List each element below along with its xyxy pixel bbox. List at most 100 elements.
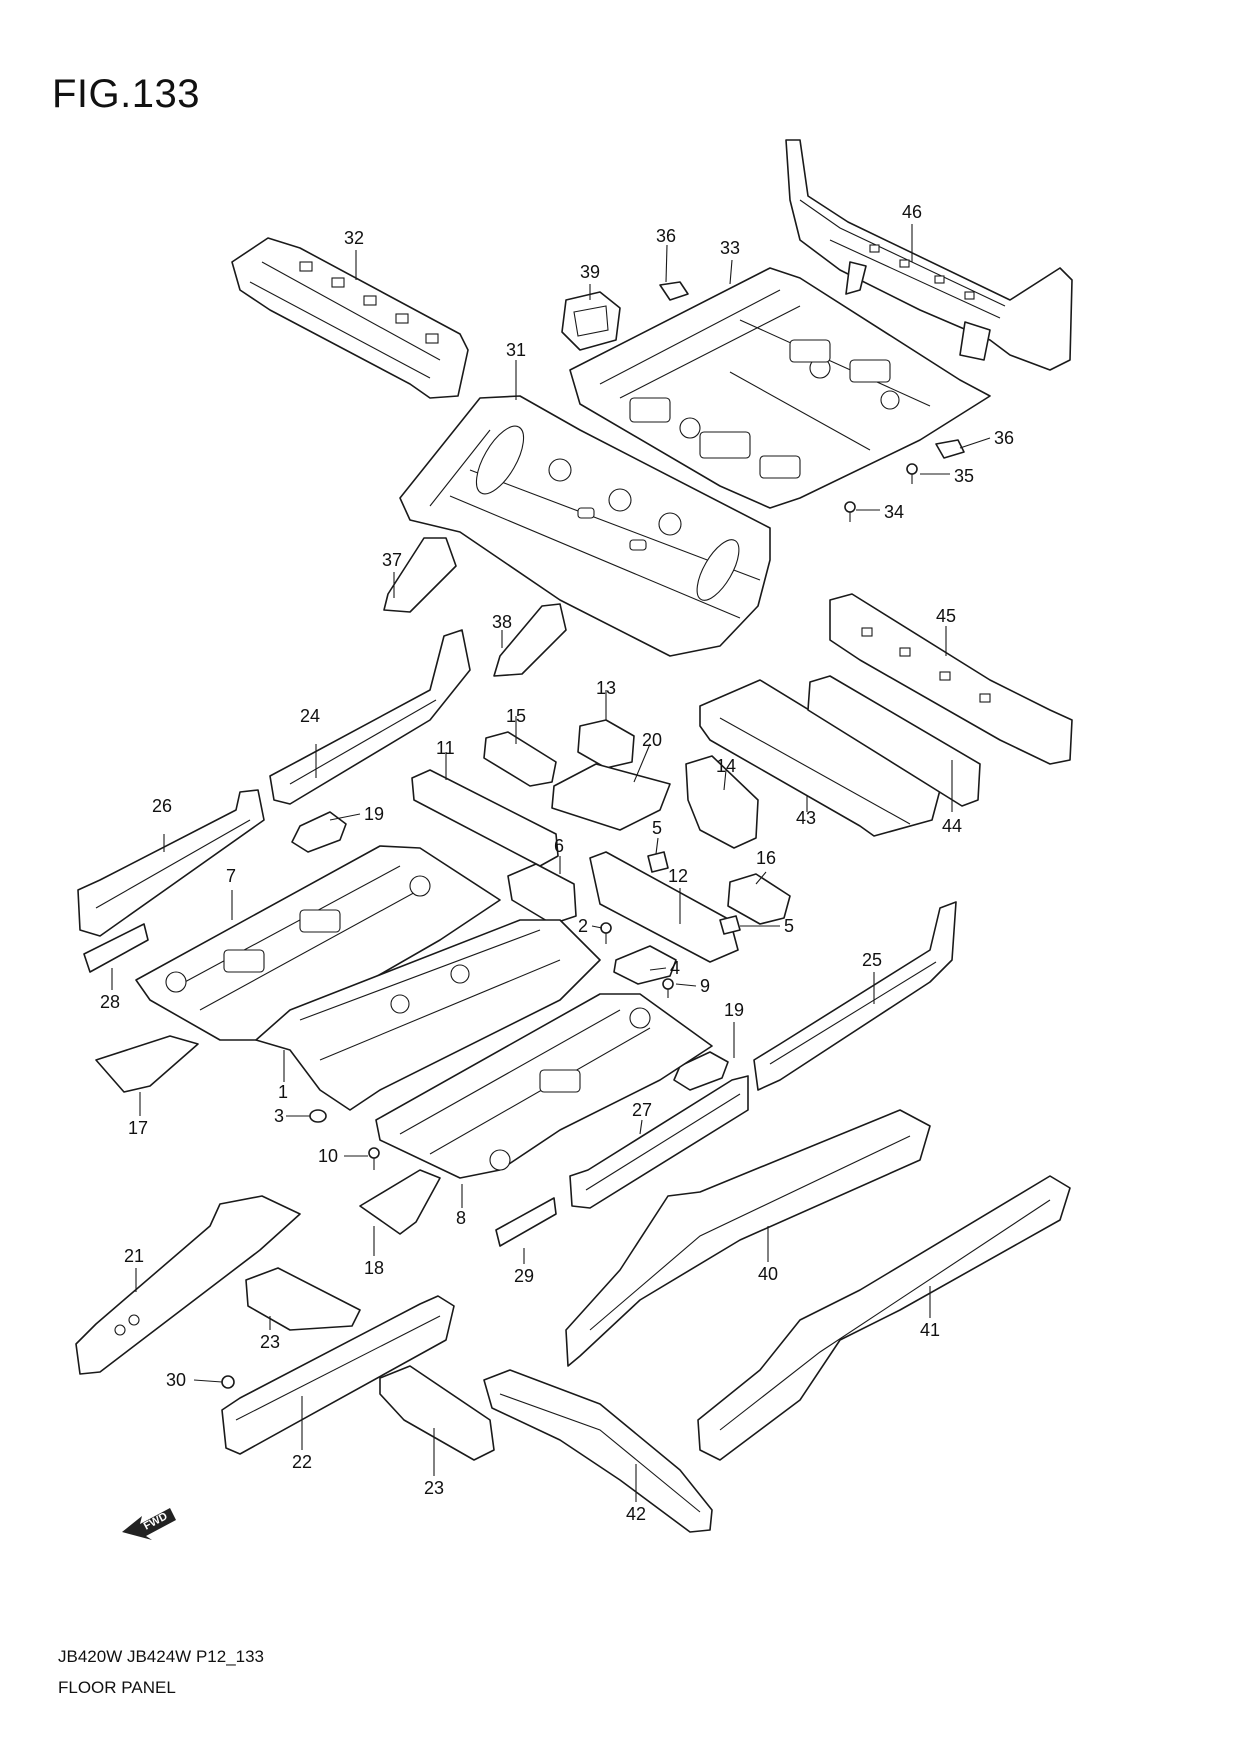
callout-2: 2 [578,916,588,936]
callout-26: 26 [152,796,172,816]
part-37-brace[interactable] [383,537,457,613]
part-5-clip-a[interactable] [647,851,669,873]
callout-numbers: 32 36 33 39 46 31 36 35 34 37 38 45 13 1… [100,202,1014,1524]
callout-32: 32 [344,228,364,248]
part-19-bracket-left[interactable] [291,811,347,853]
part-12-tunnel-reinforcement[interactable] [589,851,739,963]
part-31-center-floor[interactable] [399,395,771,657]
part-36-clip-upper[interactable] [659,281,689,301]
part-18-gusset[interactable] [359,1169,441,1235]
callout-44: 44 [942,816,962,836]
callout-7: 7 [226,866,236,886]
part-21-front-left-member[interactable] [75,1195,301,1375]
callout-36b: 36 [994,428,1014,448]
callout-1: 1 [278,1082,288,1102]
part-24-left-sill[interactable] [269,629,471,805]
callout-23a: 23 [260,1332,280,1352]
part-34-bolt[interactable] [844,501,856,522]
callout-36: 36 [656,226,676,246]
part-27-right-side-sill[interactable] [569,1075,749,1209]
part-46-rear-panel[interactable] [785,139,1073,371]
callout-25: 25 [862,950,882,970]
part-8-front-floor-right[interactable] [375,993,713,1179]
part-25-right-sill[interactable] [753,901,957,1091]
callout-18: 18 [364,1258,384,1278]
callout-46: 46 [902,202,922,222]
part-22-front-right-member[interactable] [221,1295,455,1455]
callout-13: 13 [596,678,616,698]
part-39-bracket[interactable] [561,291,621,351]
callout-29: 29 [514,1266,534,1286]
part-20-bracket[interactable] [551,763,671,831]
leader-lines [111,224,991,1502]
part-30-bolt[interactable] [221,1375,235,1389]
part-32-cross-member[interactable] [231,237,469,399]
callout-22: 22 [292,1452,312,1472]
part-44-cross-rail[interactable] [807,675,981,807]
callout-10: 10 [318,1146,338,1166]
callout-8: 8 [456,1208,466,1228]
part-23-bracket-upper[interactable] [245,1267,361,1331]
callout-38: 38 [492,612,512,632]
part-29-plate[interactable] [495,1197,557,1247]
part-42-rear-cross-member[interactable] [483,1369,713,1533]
callout-12: 12 [668,866,688,886]
part-3-nut[interactable] [309,1109,327,1123]
part-40-left-frame[interactable] [565,1109,931,1367]
callout-17: 17 [128,1118,148,1138]
part-14-bracket[interactable] [685,755,759,849]
callout-6: 6 [554,836,564,856]
callout-3: 3 [274,1106,284,1126]
part-10-bolt[interactable] [368,1147,380,1170]
part-6-bracket[interactable] [507,863,577,925]
callout-19a: 19 [364,804,384,824]
callout-24: 24 [300,706,320,726]
callout-4: 4 [670,958,680,978]
callout-5a: 5 [652,818,662,838]
part-35-bolt[interactable] [906,463,918,484]
part-16-bracket[interactable] [727,873,791,925]
part-17-gusset[interactable] [95,1035,199,1093]
part-9-bolt[interactable] [662,978,674,998]
callout-9: 9 [700,976,710,996]
callout-43: 43 [796,808,816,828]
callout-41: 41 [920,1320,940,1340]
callout-28: 28 [100,992,120,1012]
callout-5b: 5 [784,916,794,936]
callout-21: 21 [124,1246,144,1266]
part-36-clip-lower[interactable] [935,439,965,459]
part-26-left-side-sill[interactable] [77,789,265,937]
callout-35: 35 [954,466,974,486]
section-name: FLOOR PANEL [58,1678,176,1697]
part-19-bracket-right[interactable] [673,1051,729,1091]
figure-title: FIG.133 [52,72,201,116]
callout-42: 42 [626,1504,646,1524]
callout-40: 40 [758,1264,778,1284]
callout-20: 20 [642,730,662,750]
part-11-bracket[interactable] [411,769,559,867]
callout-30: 30 [166,1370,186,1390]
part-23-bracket-lower[interactable] [379,1365,495,1461]
callout-33: 33 [720,238,740,258]
part-1-center-tunnel[interactable] [255,919,601,1111]
part-13-bracket[interactable] [577,719,635,769]
callout-27: 27 [632,1100,652,1120]
part-33-rear-floor[interactable] [569,267,991,509]
part-38-brace[interactable] [493,603,567,677]
part-2-bolt[interactable] [600,922,612,944]
callout-45: 45 [936,606,956,626]
fwd-arrow-icon: FWD [122,1508,176,1540]
part-45-rear-rail[interactable] [829,593,1073,765]
callout-11: 11 [436,738,455,758]
part-15-bracket[interactable] [483,731,557,787]
callout-39: 39 [580,262,600,282]
part-7-front-floor-left[interactable] [135,845,501,1041]
part-41-right-frame[interactable] [697,1175,1071,1461]
callout-14: 14 [716,756,736,776]
part-4-bracket[interactable] [613,945,677,985]
callout-16: 16 [756,848,776,868]
part-28-plate[interactable] [83,923,149,973]
callout-23b: 23 [424,1478,444,1498]
part-5-clip-b[interactable] [719,915,741,935]
